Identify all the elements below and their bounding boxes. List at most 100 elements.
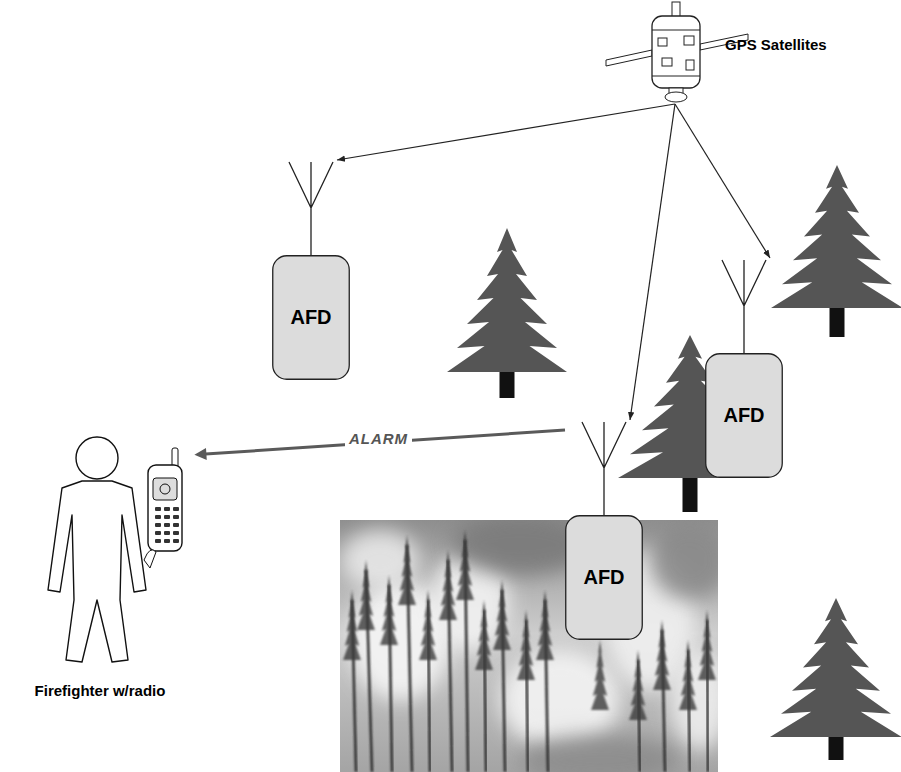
burning-tree: [439, 550, 457, 772]
burning-tree: [698, 610, 716, 772]
burning-tree-part: [456, 530, 474, 600]
fire-glow: [670, 650, 718, 750]
radio-icon-part: [173, 531, 179, 535]
signal-arrow: [337, 104, 675, 160]
radio-icon-part: [173, 523, 179, 527]
tree-crown: [770, 598, 901, 737]
radio-icon-part: [155, 539, 161, 543]
satellite-label: GPS Satellites: [725, 36, 827, 53]
burning-tree-part: [629, 650, 647, 720]
detector-label: AFD: [290, 306, 331, 329]
radio-icon-part: [164, 523, 170, 527]
burning-tree-part: [343, 590, 361, 660]
radio-icon: [148, 448, 182, 551]
firefighter-label: Firefighter w/radio: [35, 682, 166, 699]
burning-tree-part: [439, 550, 457, 620]
satellite-symbol-part: [658, 38, 667, 46]
edge-label: ALARM: [345, 430, 412, 447]
firefighter-node: Firefighter w/radio: [8, 435, 192, 705]
firefighter-figure-part: [48, 481, 146, 662]
antenna-symbol: [722, 260, 766, 353]
burning-tree: [493, 580, 511, 772]
burning-tree-part: [493, 580, 511, 650]
person-figure: [8, 435, 192, 705]
tree-crown: [447, 228, 567, 372]
satellite-symbol-part: [665, 92, 687, 102]
burning-tree: [679, 640, 697, 772]
afd-figure: [705, 258, 783, 478]
burning-tree: [419, 590, 437, 772]
burning-tree: [653, 620, 671, 772]
radio-icon-part: [173, 507, 179, 511]
tree-crown: [771, 165, 901, 308]
burning-tree-part: [517, 610, 535, 680]
tree-icon: [770, 598, 901, 760]
satellite-symbol-part: [686, 60, 694, 70]
afd-figure: [565, 420, 643, 640]
radio-icon-part: [164, 539, 170, 543]
radio-icon-part: [155, 523, 161, 527]
burning-tree: [591, 640, 609, 772]
antenna-symbol: [582, 422, 626, 515]
satellite-node: GPS Satellites: [600, 0, 835, 104]
detector-label: AFD: [723, 404, 764, 427]
fire-glow: [650, 520, 718, 600]
antenna-symbol: [289, 162, 333, 255]
firefighter-figure-part: [76, 437, 118, 479]
tree-icons: [447, 165, 901, 760]
radio-icon-part: [164, 515, 170, 519]
detector-box: AFD: [565, 420, 643, 640]
tree-icon: [771, 165, 901, 337]
burning-tree: [517, 610, 535, 772]
burning-tree: [629, 650, 647, 772]
satellite-symbol-part: [662, 58, 672, 66]
burning-tree-part: [536, 590, 554, 660]
burning-tree: [380, 575, 398, 772]
detector-box-outline: [566, 516, 643, 640]
detector-box: AFD: [705, 258, 783, 478]
radio-icon-part: [155, 515, 161, 519]
radio-icon-part: [164, 507, 170, 511]
tree-icon: [447, 228, 567, 398]
radio-icon-part: [155, 507, 161, 511]
radio-icon-part: [173, 515, 179, 519]
burning-tree: [536, 590, 554, 772]
burning-tree: [357, 560, 375, 772]
forest-fire-photo: [340, 520, 718, 772]
burning-trees: [343, 530, 716, 772]
burning-tree-part: [679, 640, 697, 710]
radio-icon-part: [148, 465, 182, 551]
signal-arrow: [675, 104, 770, 258]
radio-icon-part: [155, 531, 161, 535]
burning-tree-part: [380, 575, 398, 645]
firefighter-figure: [48, 437, 182, 662]
alarm-arrow: [202, 430, 565, 454]
burning-tree-part: [653, 620, 671, 690]
detector-box: AFD: [272, 160, 350, 380]
detector-box-outline: [706, 354, 783, 478]
afd-figure: [272, 160, 350, 380]
burning-tree: [475, 600, 493, 772]
satellite-symbol-part: [684, 36, 694, 45]
burning-tree-part: [419, 590, 437, 660]
satellite-symbol-part: [652, 16, 700, 88]
signal-arrow: [630, 104, 675, 420]
burning-tree: [343, 590, 361, 772]
radio-icon-part: [160, 484, 170, 494]
satellite-symbol-part: [652, 30, 700, 76]
fire-glow: [340, 520, 718, 772]
radio-icon-part: [164, 531, 170, 535]
burning-tree-part: [475, 600, 493, 670]
radio-icon-part: [153, 478, 177, 500]
detector-box-outline: [273, 256, 350, 380]
burning-tree-part: [357, 560, 375, 630]
burning-tree: [456, 530, 474, 772]
firefighter-figure-part: [144, 550, 156, 568]
burning-tree: [398, 535, 416, 772]
burning-tree-part: [398, 535, 416, 605]
burning-tree-part: [591, 640, 609, 710]
burning-tree-part: [698, 610, 716, 680]
satellite-symbol-part: [606, 50, 652, 66]
